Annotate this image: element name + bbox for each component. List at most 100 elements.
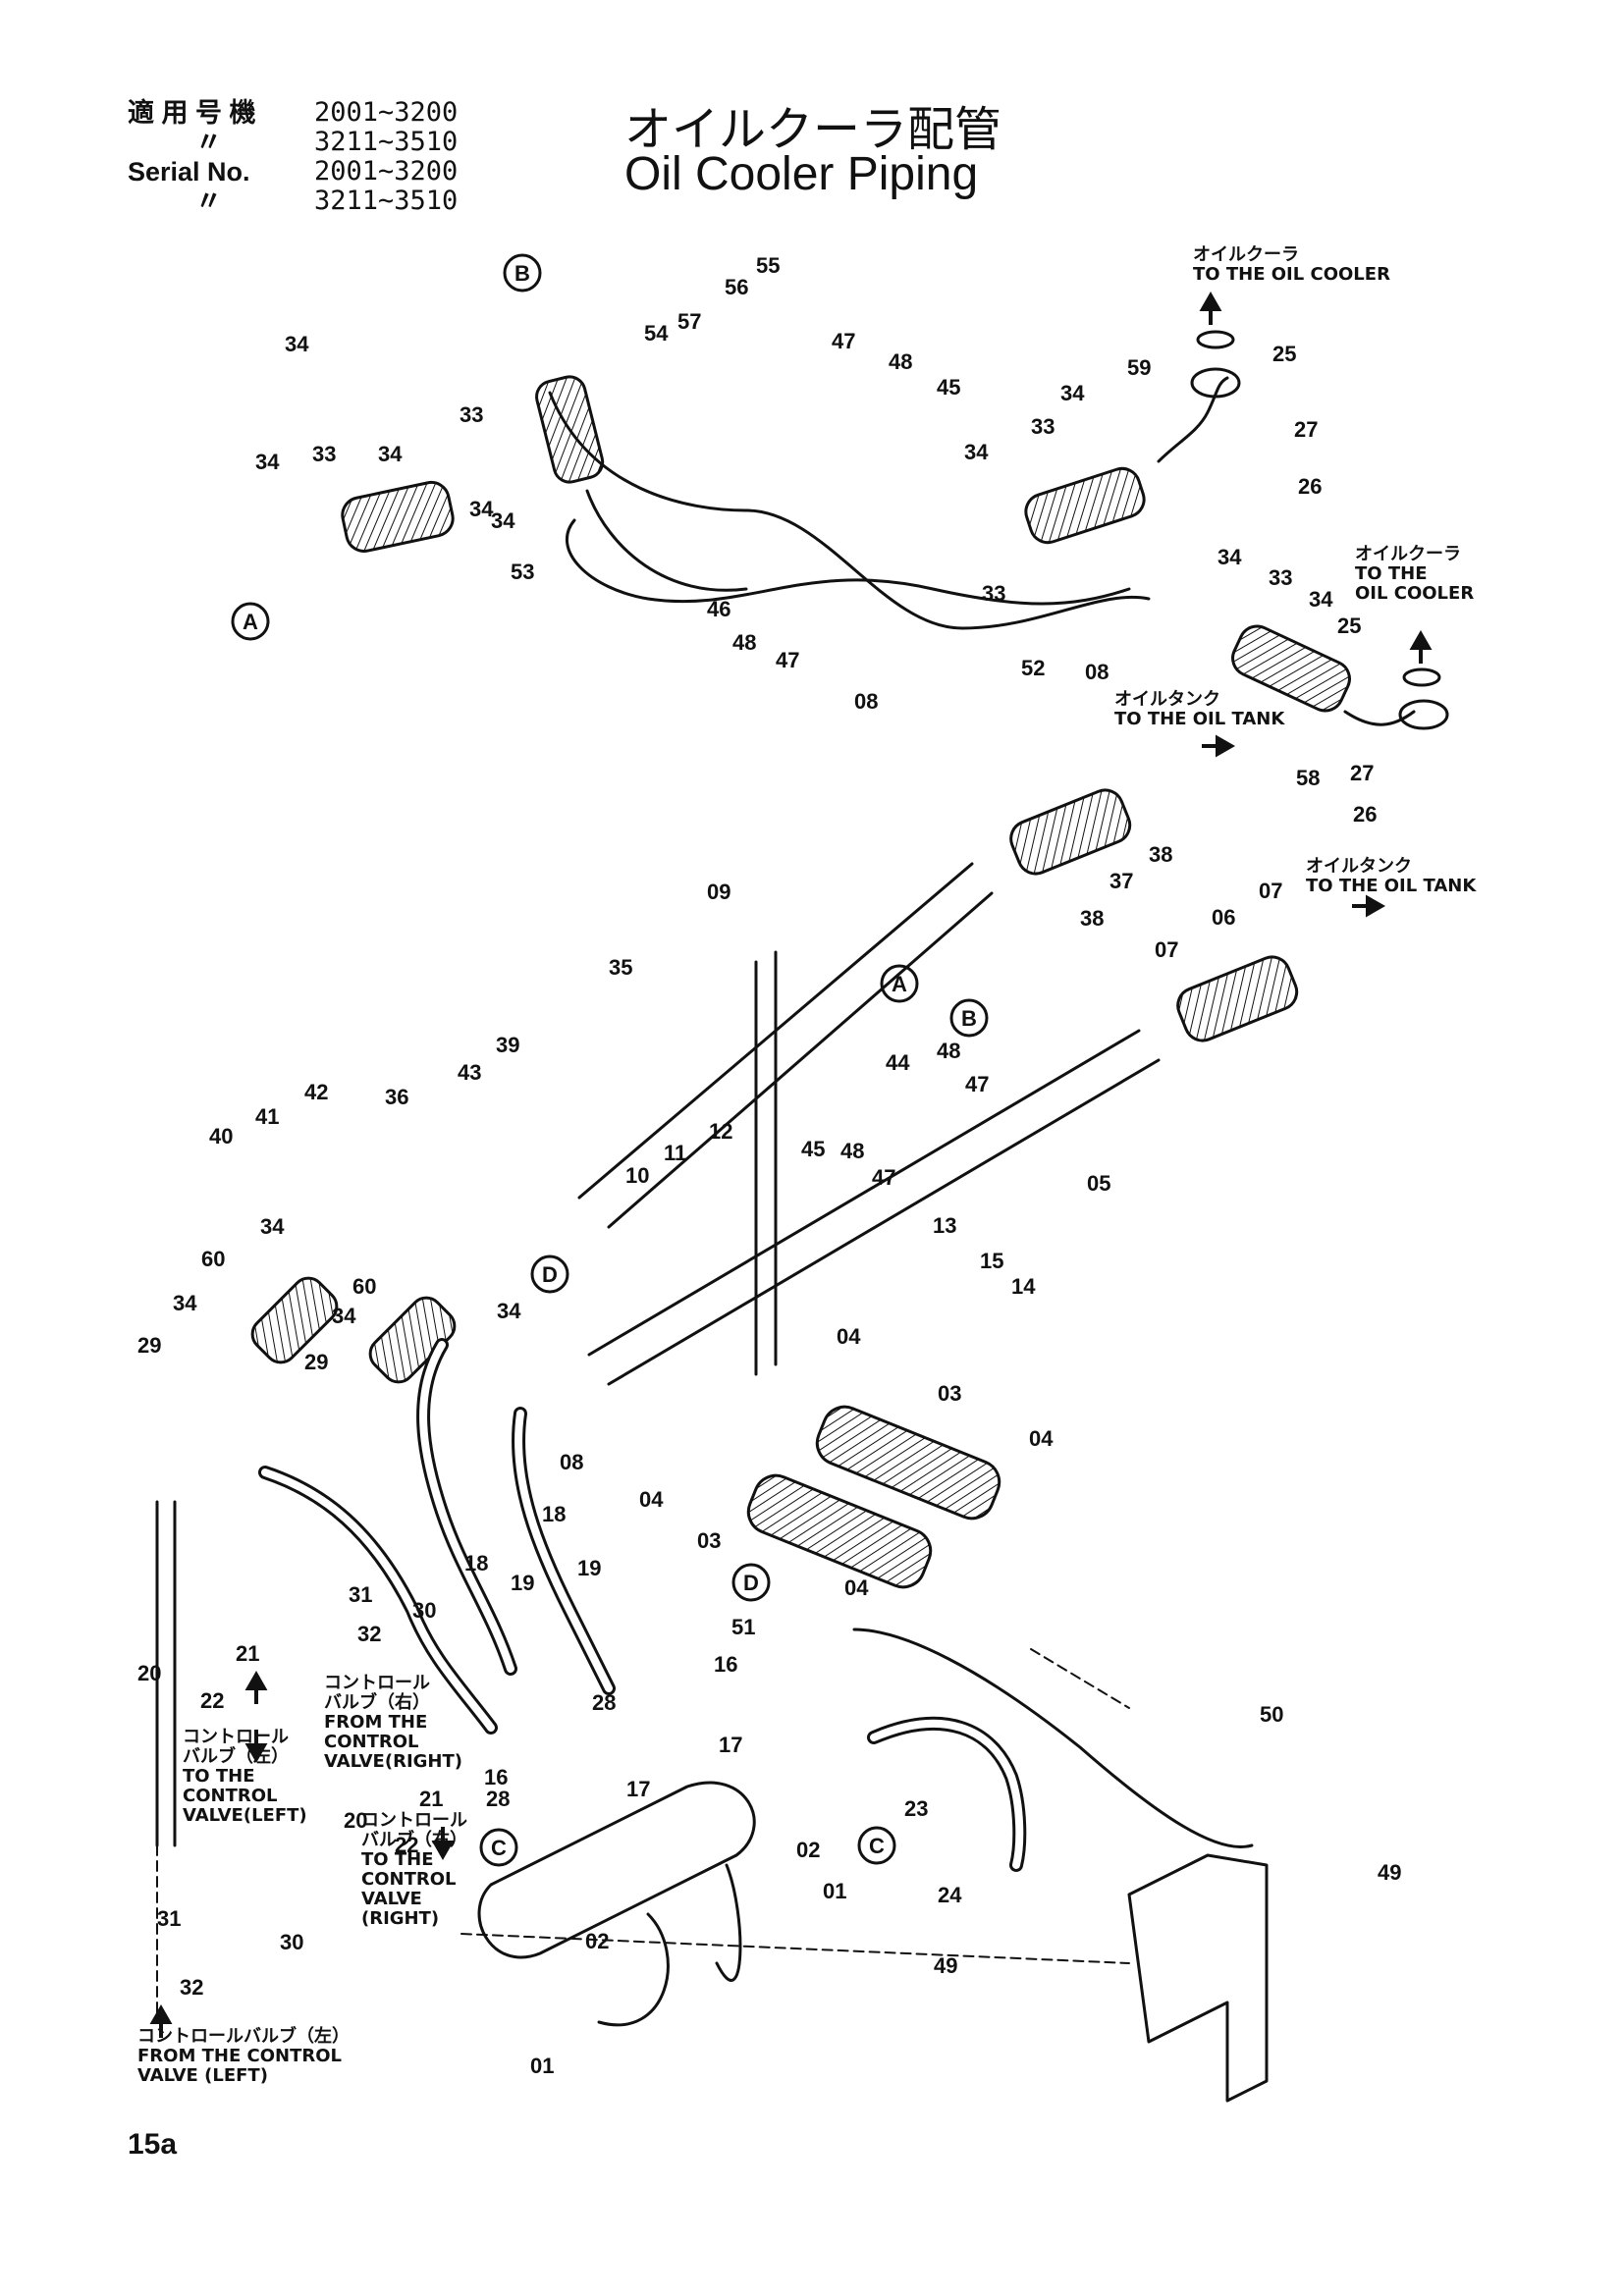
part-number-label: 04	[844, 1575, 869, 1600]
part-number-label: 34	[1309, 587, 1333, 612]
part-number-label: 46	[707, 597, 730, 621]
part-number-label: 18	[464, 1551, 488, 1575]
hose-33-right	[1231, 624, 1351, 713]
part-number-label: 04	[639, 1487, 664, 1512]
part-number-label: 21	[419, 1787, 443, 1811]
callout-d-icon: D	[530, 1255, 569, 1294]
flow-arrow-icon	[1352, 894, 1386, 918]
svg-text:A: A	[892, 972, 907, 996]
part-number-label: 18	[542, 1502, 566, 1526]
part-number-label: 33	[312, 442, 336, 466]
part-number-label: 27	[1294, 417, 1318, 442]
bracket-09	[754, 950, 778, 1376]
part-number-label: 26	[1298, 474, 1322, 499]
page-number: 15a	[128, 2128, 178, 2161]
part-number-label: 39	[496, 1033, 519, 1057]
serial-label: 〃	[128, 187, 223, 216]
part-number-label: 32	[180, 1975, 203, 2000]
part-number-label: 30	[412, 1598, 436, 1623]
part-number-label: 48	[937, 1039, 960, 1063]
svg-text:A: A	[243, 610, 258, 634]
part-number-label: 34	[378, 442, 403, 466]
flange-58	[1398, 699, 1449, 730]
part-number-label: 40	[209, 1124, 233, 1148]
part-number-label: 48	[732, 630, 756, 655]
part-number-label: 05	[1087, 1171, 1110, 1196]
part-number-label: 37	[1109, 869, 1133, 893]
part-number-label: 29	[304, 1350, 328, 1374]
part-number-label: 01	[530, 2054, 554, 2078]
hose-37	[1009, 788, 1132, 876]
svg-text:B: B	[514, 261, 530, 286]
part-number-label: 29	[137, 1333, 161, 1358]
part-number-label: 04	[837, 1324, 861, 1349]
component-box	[1127, 1853, 1269, 2103]
o-ring-25	[1196, 330, 1235, 349]
pipe-01-left	[597, 1912, 670, 2027]
hose-33-vertical	[535, 375, 605, 484]
flow-arrow-icon	[431, 1827, 455, 1861]
part-number-label: 33	[1269, 565, 1292, 590]
part-number-label: 51	[731, 1615, 755, 1639]
part-number-label: 38	[1149, 842, 1172, 867]
pipe-59	[1157, 376, 1229, 463]
part-number-label: 06	[1212, 905, 1235, 930]
serial-value: 3211∼3510	[314, 127, 459, 157]
part-number-label: 33	[460, 402, 483, 427]
part-number-label: 02	[585, 1929, 609, 1953]
part-number-label: 16	[484, 1765, 508, 1789]
part-number-label: 44	[886, 1050, 910, 1075]
line-50	[852, 1628, 1254, 1848]
part-number-label: 13	[933, 1213, 956, 1238]
pipe-01-right	[715, 1863, 742, 1982]
part-number-label: 24	[938, 1883, 962, 1907]
part-number-label: 47	[776, 648, 799, 672]
hose-33-upper-left	[341, 480, 455, 553]
part-number-label: 16	[714, 1652, 737, 1677]
part-number-label: 22	[395, 1833, 418, 1857]
serial-label: 適 用 号 機	[128, 98, 256, 128]
part-number-label: 45	[937, 375, 960, 400]
part-number-label: 56	[725, 275, 748, 299]
hose-03-lower	[746, 1473, 933, 1589]
part-number-label: 23	[904, 1796, 928, 1821]
part-number-label: 19	[511, 1571, 534, 1595]
callout-b-icon: B	[503, 253, 542, 293]
part-number-label: 33	[982, 581, 1005, 606]
serial-value: 2001∼3200	[314, 97, 459, 128]
hose-60-left	[250, 1276, 339, 1364]
part-number-label: 19	[577, 1556, 601, 1580]
part-number-label: 38	[1080, 906, 1104, 931]
part-number-label: 45	[801, 1137, 825, 1161]
part-number-label: 27	[1350, 761, 1374, 785]
hose-33-upper-right	[1024, 466, 1146, 545]
svg-text:D: D	[743, 1571, 759, 1595]
part-number-label: 34	[285, 332, 309, 356]
flow-arrow-icon	[244, 1730, 268, 1764]
oil-cooler-body	[477, 1781, 756, 1959]
part-number-label: 47	[832, 329, 855, 353]
part-number-label: 02	[796, 1838, 820, 1862]
part-number-label: 34	[1060, 381, 1085, 405]
flow-arrow-icon	[1199, 291, 1222, 325]
part-number-label: 15	[980, 1249, 1003, 1273]
serial-row: 〃3211∼3510	[128, 187, 458, 217]
part-number-label: 34	[255, 450, 280, 474]
part-number-label: 20	[344, 1808, 367, 1833]
part-number-label: 30	[280, 1930, 303, 1954]
pipe-05	[587, 1029, 1141, 1357]
part-number-label: 25	[1337, 614, 1361, 638]
part-number-label: 17	[719, 1733, 742, 1757]
part-number-label: 48	[889, 349, 912, 374]
part-number-label: 42	[304, 1080, 328, 1104]
part-number-label: 17	[626, 1777, 650, 1801]
part-number-label: 60	[352, 1274, 376, 1299]
pipe-58	[1343, 710, 1416, 726]
part-number-label: 34	[491, 508, 515, 533]
o-ring-25-lower	[1402, 667, 1441, 687]
